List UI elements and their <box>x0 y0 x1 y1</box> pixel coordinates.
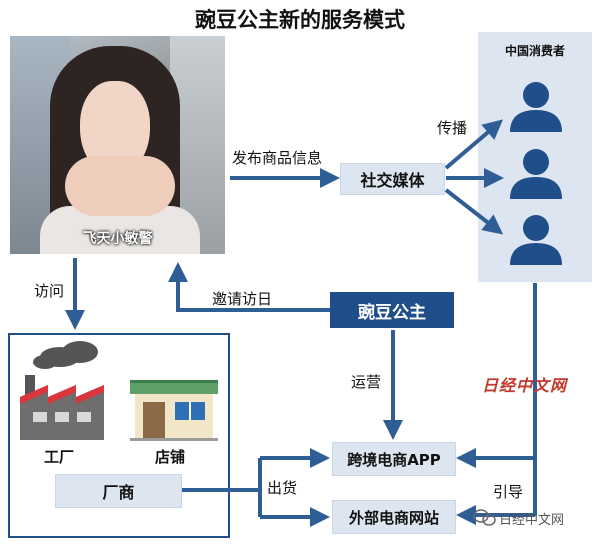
external-site-box: 外部电商网站 <box>332 500 456 534</box>
store-icon <box>130 380 218 441</box>
label-publish: 发布商品信息 <box>232 149 323 167</box>
princess-box: 豌豆公主 <box>330 292 454 328</box>
person-icon <box>510 82 562 132</box>
arrow-spread-3 <box>444 188 504 235</box>
label-operate: 运营 <box>351 373 382 391</box>
label-ship: 出货 <box>267 479 298 497</box>
manufacturer-box: 厂商 <box>55 474 182 508</box>
label-visit: 访问 <box>34 282 65 300</box>
label-spread: 传播 <box>437 119 468 137</box>
label-store: 店铺 <box>155 448 186 466</box>
diagram-title: 豌豆公主新的服务模式 <box>195 8 405 32</box>
person-icon <box>510 215 562 265</box>
nikkei-watermark: 日经中文网 <box>482 376 568 395</box>
consumers-title: 中国消费者 <box>504 44 565 58</box>
label-invite: 邀请访日 <box>212 290 273 308</box>
arrow-spread-1 <box>444 119 504 170</box>
wechat-account: 日经中文网 <box>499 513 565 528</box>
arrow-invite <box>168 262 330 312</box>
factory-icon <box>20 341 104 440</box>
wechat-icon <box>473 509 496 526</box>
label-guide: 引导 <box>493 483 524 501</box>
cross-border-app-box: 跨境电商APP <box>332 442 456 476</box>
social-media-box: 社交媒体 <box>340 163 445 195</box>
influencer-photo <box>10 36 225 254</box>
person-icon <box>510 149 562 199</box>
photo-caption: 飞天小敏警 <box>82 231 153 247</box>
label-factory: 工厂 <box>44 448 75 466</box>
